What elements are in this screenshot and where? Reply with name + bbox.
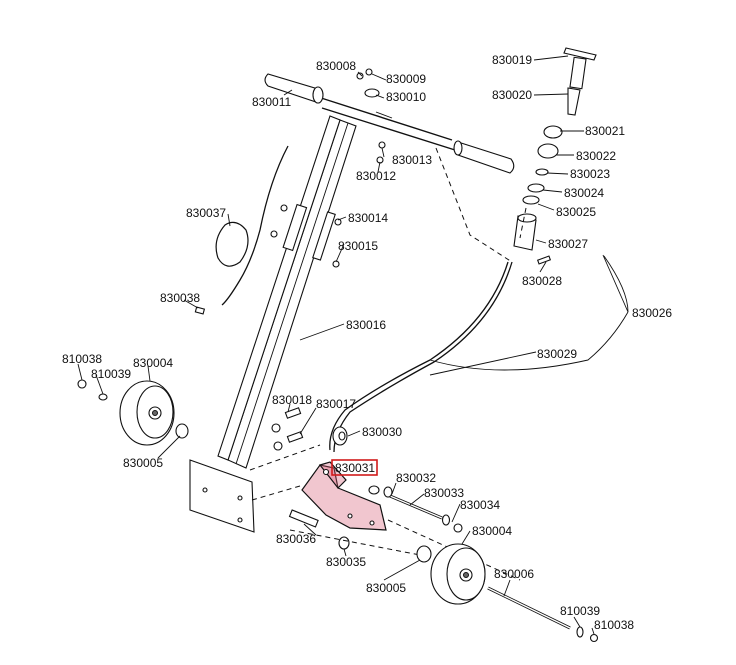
cable-830037 — [194, 145, 289, 315]
cable-830029 — [329, 261, 513, 453]
left-wheel — [77, 379, 189, 446]
label-830004-right: 830004 — [472, 524, 512, 538]
axle-830032 — [368, 485, 521, 581]
label-830008: 830008 — [316, 59, 356, 73]
highlight-box — [331, 459, 378, 476]
label-830017: 830017 — [316, 397, 356, 411]
spacer-830030 — [332, 426, 348, 446]
fasteners — [270, 141, 386, 451]
label-830004-left: 830004 — [133, 356, 173, 370]
label-830015: 830015 — [338, 239, 378, 253]
label-830035: 830035 — [326, 555, 366, 569]
label-830031[interactable]: 830031 — [335, 461, 375, 475]
label-830013: 830013 — [392, 153, 432, 167]
label-830030: 830030 — [362, 425, 402, 439]
label-830027: 830027 — [548, 237, 588, 251]
label-830026: 830026 — [632, 306, 672, 320]
label-830038: 830038 — [160, 291, 200, 305]
handle-bar — [264, 68, 515, 174]
label-830016: 830016 — [346, 318, 386, 332]
label-830012: 830012 — [356, 169, 396, 183]
control-stack — [513, 47, 597, 265]
label-830011: 830011 — [252, 95, 291, 109]
label-830023: 830023 — [570, 167, 610, 181]
label-830032: 830032 — [396, 471, 436, 485]
label-830034: 830034 — [460, 498, 500, 512]
label-810038-right: 810038 — [594, 618, 634, 632]
pin-830036 — [288, 509, 421, 556]
label-830018: 830018 — [272, 393, 312, 407]
label-830006: 830006 — [494, 567, 534, 581]
label-810039-right: 810039 — [560, 604, 600, 618]
label-830005-right: 830005 — [366, 581, 406, 595]
part-labels: 830019 830020 830021 830022 830023 83002… — [62, 53, 672, 632]
label-830021: 830021 — [585, 124, 625, 138]
label-810038-left: 810038 — [62, 352, 102, 366]
label-810039-left: 810039 — [91, 367, 131, 381]
leader-lines — [77, 55, 629, 635]
label-830024: 830024 — [564, 186, 604, 200]
label-830033: 830033 — [424, 486, 464, 500]
label-830025: 830025 — [556, 205, 596, 219]
label-830009: 830009 — [386, 72, 426, 86]
label-830029: 830029 — [537, 347, 577, 361]
label-830036: 830036 — [276, 532, 316, 546]
label-830010: 830010 — [386, 90, 426, 104]
label-830005-left: 830005 — [123, 456, 163, 470]
label-830019: 830019 — [492, 53, 532, 67]
label-830014: 830014 — [348, 211, 388, 225]
label-830022: 830022 — [576, 149, 616, 163]
label-830028: 830028 — [522, 274, 562, 288]
label-830020: 830020 — [492, 88, 532, 102]
label-830037: 830037 — [186, 206, 226, 220]
right-wheel — [416, 543, 599, 643]
main-frame — [189, 115, 357, 533]
